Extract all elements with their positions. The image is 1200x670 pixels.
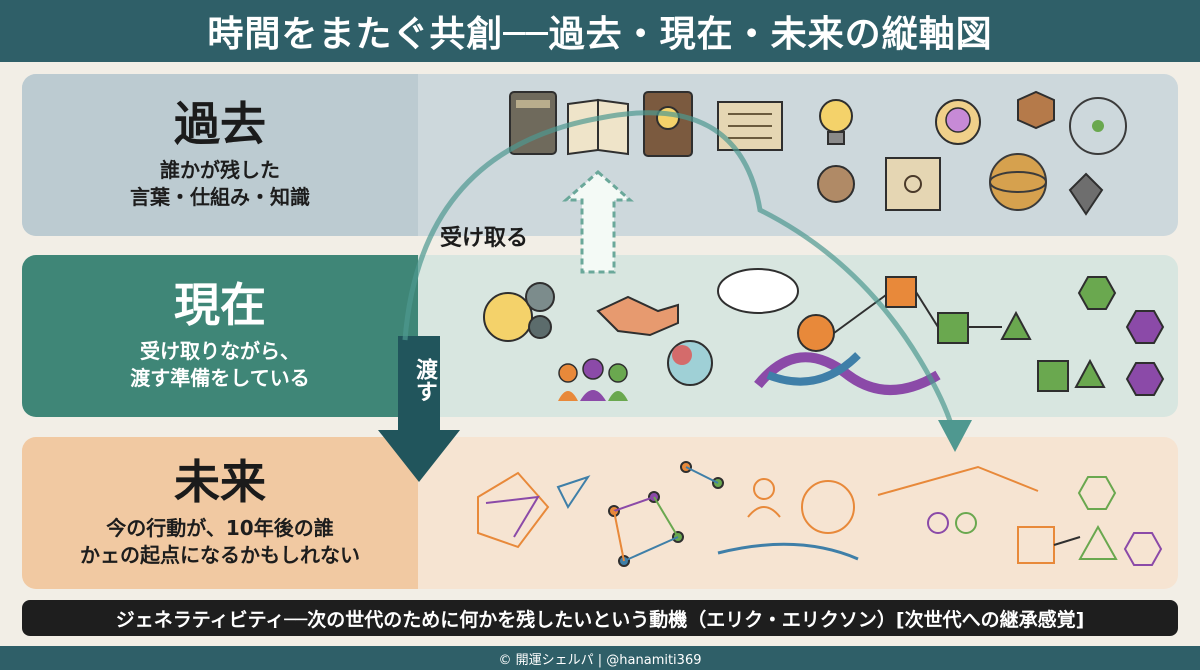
future-illustration: [477, 461, 1163, 567]
past-line-1: 誰かが残した: [160, 158, 280, 183]
past-line-2: 言葉・仕組み・知識: [130, 185, 310, 210]
past-label-panel: 過去 誰かが残した 言葉・仕組み・知識: [22, 74, 418, 236]
future-line-1: 今の行動が、10年後の誰: [106, 516, 334, 541]
band-future: 未来 今の行動が、10年後の誰 かェの起点になるかもしれない: [22, 437, 1178, 589]
generativity-banner: ジェネラティビティ──次の世代のために何かを残したいという動機（エリク・エリクソ…: [22, 600, 1178, 636]
future-label-panel: 未来 今の行動が、10年後の誰 かェの起点になるかもしれない: [22, 437, 418, 589]
cloud-icon: [717, 268, 799, 314]
lightbulb-icon: [819, 99, 853, 145]
cube-icon: [1017, 90, 1055, 130]
atom-icon: [989, 97, 1127, 211]
flowchart-icon: [877, 465, 1163, 566]
band-past: 過去 誰かが残した 言葉・仕組み・知識: [22, 74, 1178, 236]
past-illustration: [509, 90, 1127, 216]
hexagon-icon: [1077, 276, 1165, 396]
present-line-1: 受け取りながら、: [140, 339, 300, 364]
present-illustration: [483, 268, 1165, 401]
open-book-icon: [567, 98, 629, 156]
flowchart-icon: [754, 276, 1106, 395]
footer-credit: © 開運シェルパ | @hanamiti369: [498, 652, 702, 668]
head-brain-icon: [817, 165, 855, 203]
brain-bulb-icon: [935, 99, 981, 145]
book-icon: [509, 91, 557, 155]
gear-bulb-icon: [483, 282, 555, 342]
network-icon: [477, 461, 724, 567]
banner-text: ジェネラティビティ──次の世代のために何かを残したいという動機（エリク・エリクソ…: [115, 608, 1085, 631]
people-icon: [558, 358, 628, 401]
receive-label: 受け取る: [440, 226, 529, 251]
page-title: 時間をまたぐ共創──過去・現在・未来の縦軸図: [207, 14, 993, 55]
scroll-icon: [885, 157, 941, 211]
lightbulb-book-icon: [643, 91, 693, 157]
footer: © 開運シェルパ | @hanamiti369: [0, 646, 1200, 670]
future-title: 未来: [174, 454, 266, 509]
scroll-icon: [717, 101, 783, 151]
handshake-icon: [596, 295, 679, 337]
past-title: 過去: [174, 96, 266, 151]
people-icon: [717, 478, 977, 561]
present-label-panel: 現在 受け取りながら、 渡す準備をしている: [22, 255, 418, 417]
band-present: 現在 受け取りながら、 渡す準備をしている: [22, 255, 1178, 417]
present-title: 現在: [174, 277, 266, 332]
title-bar: 時間をまたぐ共創──過去・現在・未来の縦軸図: [0, 0, 1200, 62]
future-line-2: かェの起点になるかもしれない: [80, 543, 360, 568]
pass-label: 渡す: [412, 358, 437, 402]
present-line-2: 渡す準備をしている: [130, 366, 310, 391]
head-brain-icon: [667, 340, 713, 386]
diamond-icon: [1068, 172, 1104, 216]
